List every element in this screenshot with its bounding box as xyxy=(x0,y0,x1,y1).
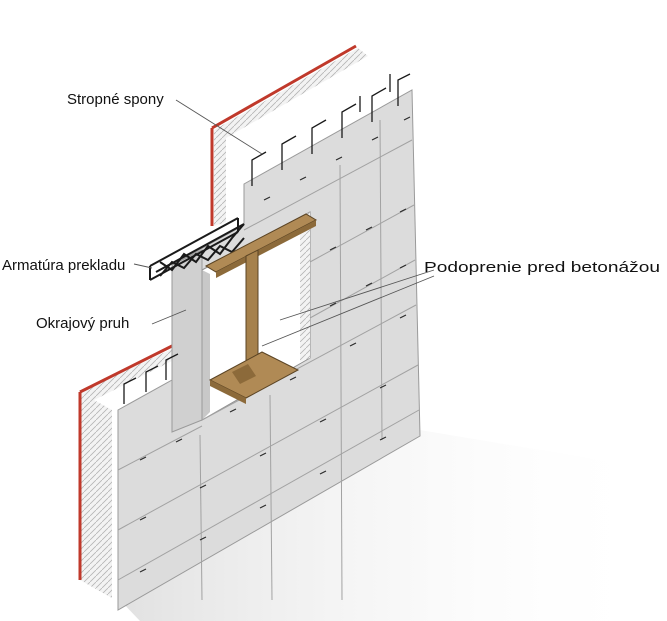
lintel-reinforcement xyxy=(149,217,245,281)
red-edge-top xyxy=(211,44,357,130)
insulation-left-upper xyxy=(214,130,226,226)
window-reveal-left xyxy=(202,270,210,420)
label-podoprenie: Podoprenie pred betonážou xyxy=(424,259,660,276)
timber-prop xyxy=(204,213,318,404)
insulation-bottom-left xyxy=(94,400,112,598)
edge-strip xyxy=(171,249,203,433)
leader-lines xyxy=(133,99,435,347)
label-okrajovy-pruh: Okrajový pruh xyxy=(36,315,129,332)
label-stropne-spony: Stropné spony xyxy=(67,91,164,108)
window-reveal-right xyxy=(300,212,310,362)
ceiling-clips xyxy=(251,73,411,186)
label-armatura-prekladu: Armatúra prekladu xyxy=(2,257,125,274)
wall-ties xyxy=(139,116,411,573)
floor-shadow xyxy=(120,430,660,621)
insulation-top-strip xyxy=(214,48,368,138)
lower-clips xyxy=(123,353,179,404)
red-edge-bottom-top xyxy=(79,342,177,394)
insulation-left-lower xyxy=(80,346,190,588)
